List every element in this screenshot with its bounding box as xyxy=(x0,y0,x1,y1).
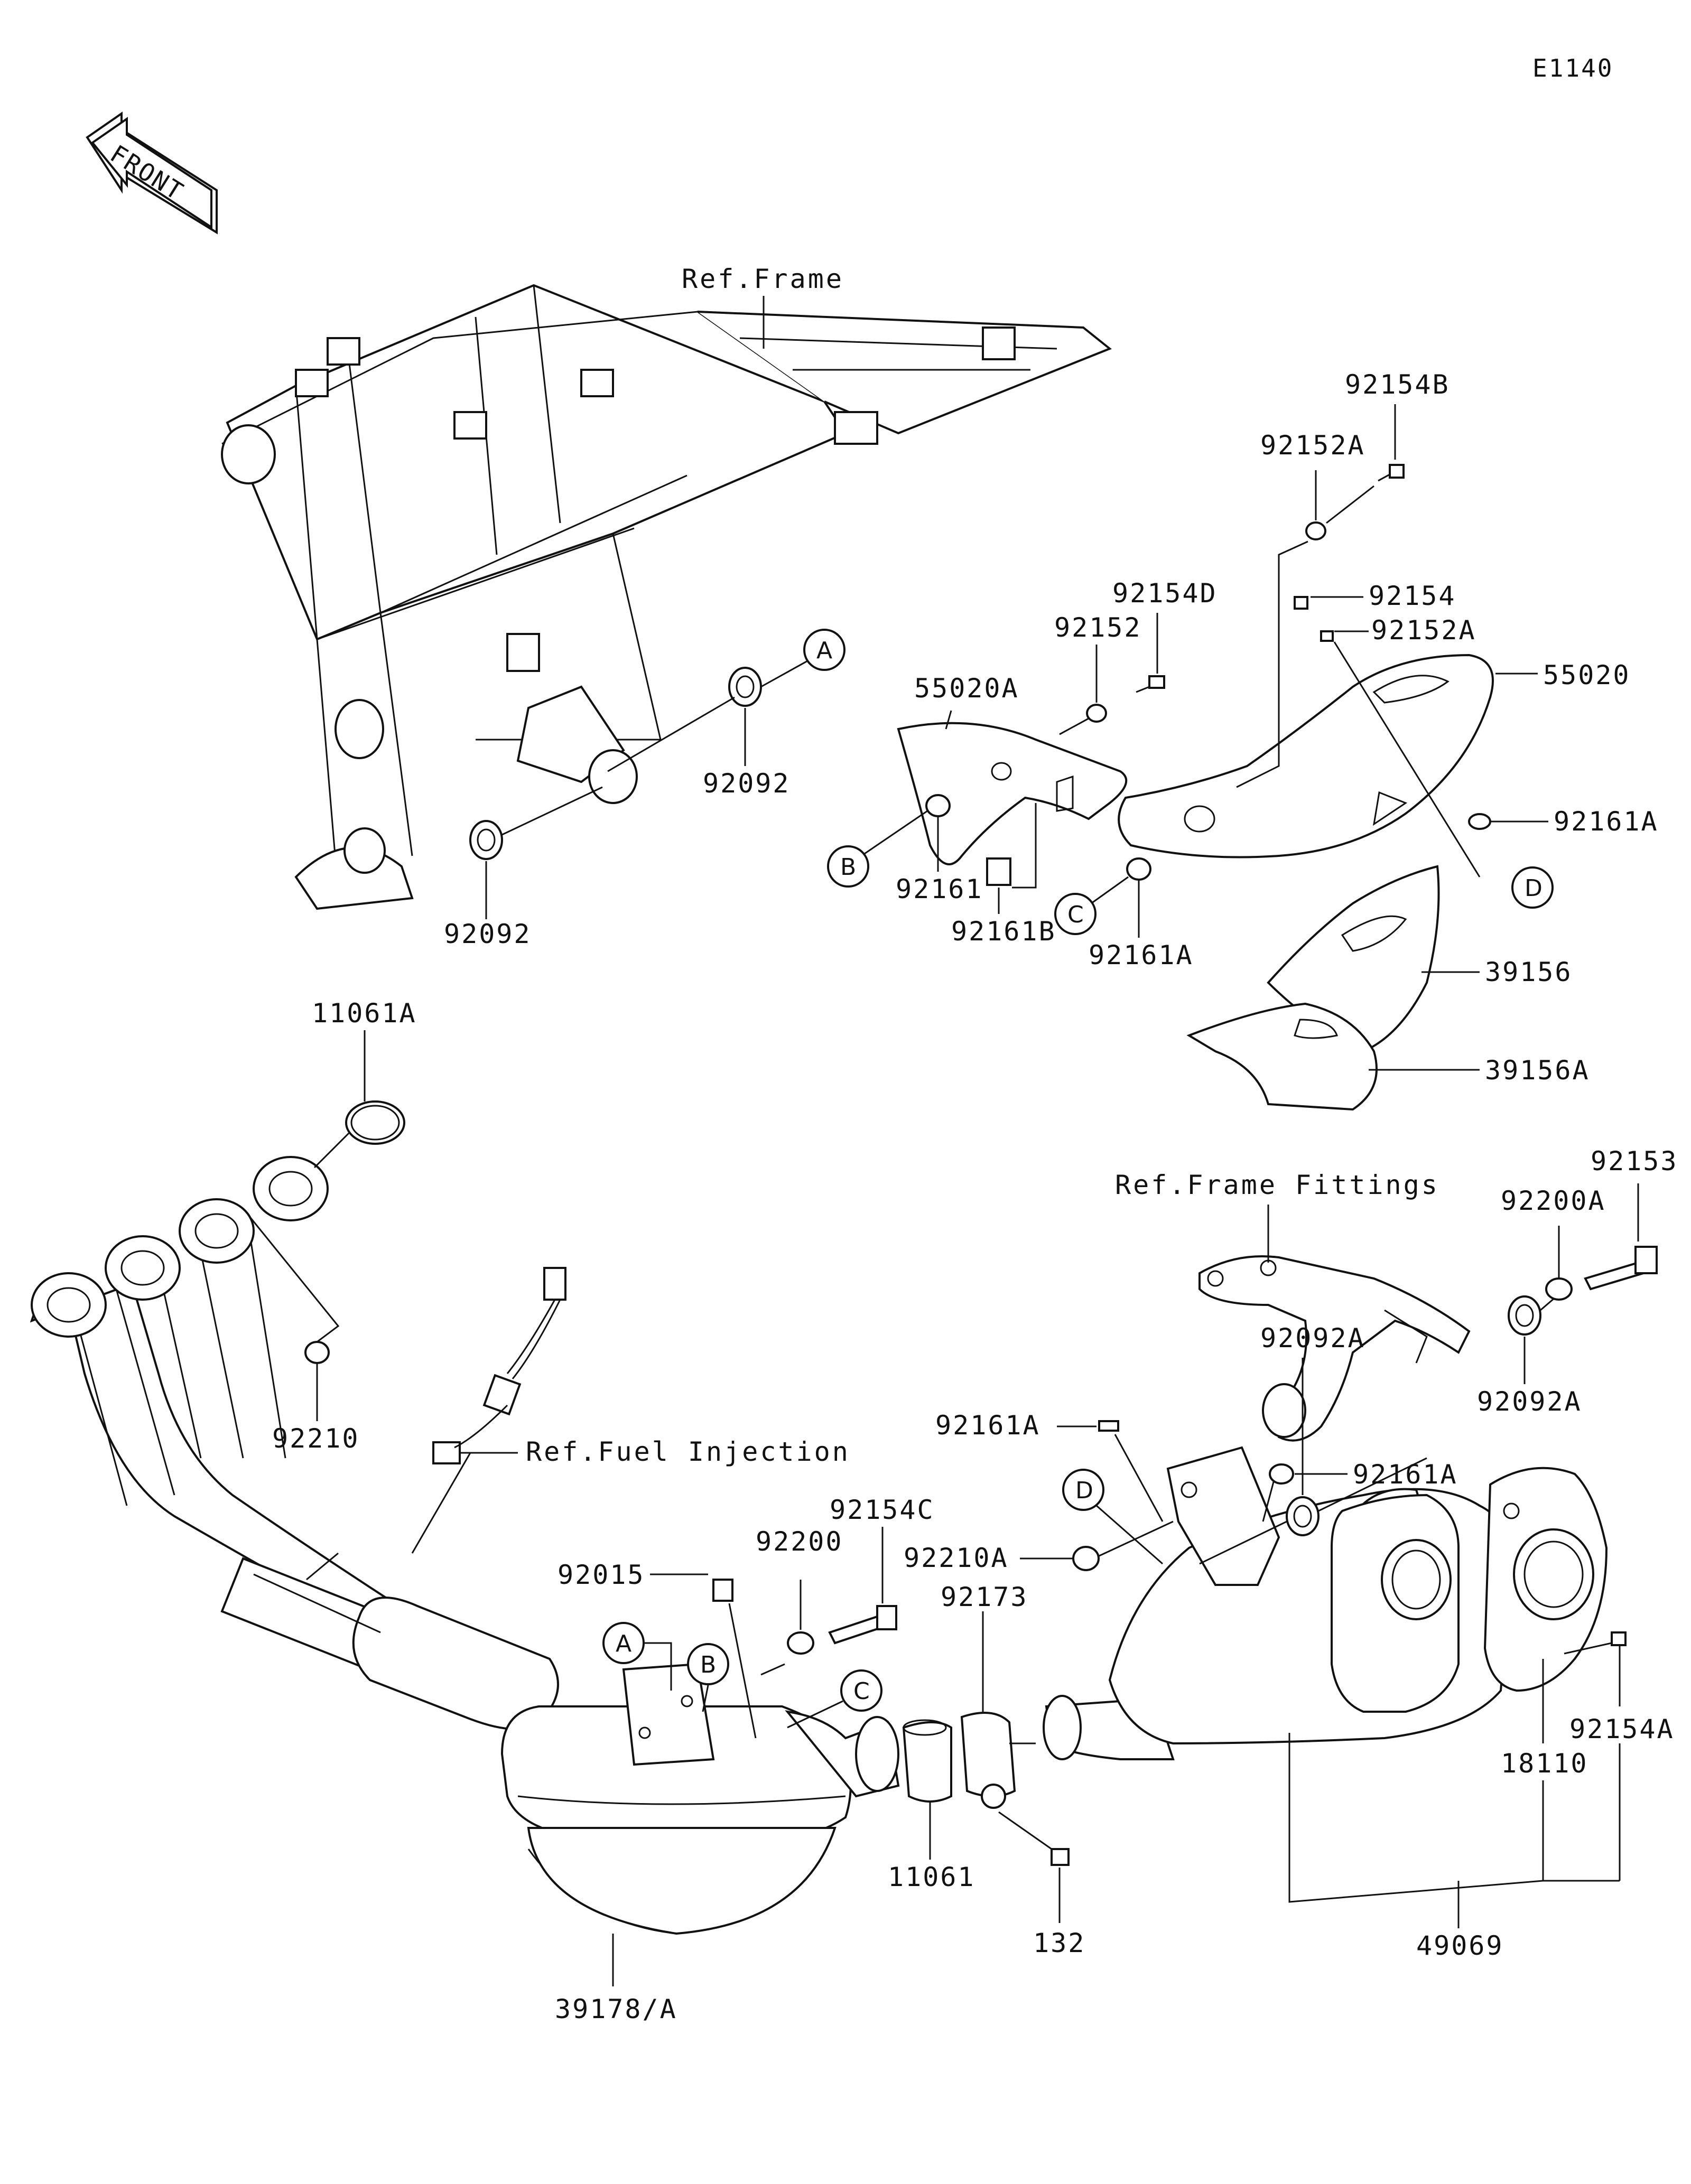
part-number-92152a: 92152A xyxy=(1371,615,1476,646)
cover-55020 xyxy=(1118,654,1494,858)
part-number-92154b: 92154B xyxy=(1345,369,1450,400)
callout-a-lower xyxy=(602,1622,645,1664)
pad-92161a-low xyxy=(1098,1420,1119,1432)
part-number-18110: 18110 xyxy=(1501,1748,1588,1779)
nut-92210 xyxy=(304,1341,330,1364)
washer-92200a xyxy=(1545,1277,1573,1301)
part-number-92161: 92161 xyxy=(896,874,983,904)
frame-illustration xyxy=(221,284,1112,910)
clip-92015 xyxy=(712,1579,733,1602)
silencer-49069 xyxy=(1043,1446,1513,1760)
part-number-92092-a: 92092 xyxy=(703,768,791,799)
grommet-92161 xyxy=(925,794,951,817)
clamp-92173 xyxy=(960,1712,1016,1809)
part-number-92210: 92210 xyxy=(272,1423,360,1454)
part-number-55020: 55020 xyxy=(1543,660,1631,690)
cover-55020a xyxy=(897,722,1128,865)
diagram-code: E1140 xyxy=(1532,54,1613,82)
frame-fittings xyxy=(1198,1255,1471,1442)
part-number-92015: 92015 xyxy=(558,1560,645,1590)
bolt-92154c xyxy=(828,1605,897,1645)
callout-a-upper-letter: A xyxy=(816,637,832,664)
part-number-39178a: 39178/A xyxy=(555,1994,677,2024)
part-number-39156a: 39156A xyxy=(1485,1055,1590,1086)
callout-d-lower-letter: D xyxy=(1075,1477,1093,1504)
assembly-bracket-49069 xyxy=(1288,1733,1544,1903)
callout-d-upper xyxy=(1511,866,1554,909)
part-number-92161a-low: 92161A xyxy=(935,1410,1040,1441)
part-number-92161b: 92161B xyxy=(951,916,1056,947)
bolt-92154b xyxy=(1378,464,1405,482)
bolt-92154d xyxy=(1136,675,1165,693)
grommet-92152a xyxy=(1320,630,1334,642)
part-number-39156: 39156 xyxy=(1485,957,1573,987)
ref-frame-fittings-label: Ref.Frame Fittings xyxy=(1115,1170,1439,1200)
ref-frame-label: Ref.Frame xyxy=(682,264,844,294)
bush-92092a-upper xyxy=(1508,1295,1541,1336)
grommet-92152 xyxy=(1086,704,1107,723)
exhaust-header xyxy=(30,1156,559,1734)
part-number-132: 132 xyxy=(1033,1928,1085,1958)
callout-c-upper xyxy=(1054,893,1097,935)
front-arrow-icon: FRONT xyxy=(86,111,218,235)
grommet-92152a-top xyxy=(1305,521,1326,540)
grommet-92161a-low2 xyxy=(1269,1463,1294,1485)
part-number-92173: 92173 xyxy=(941,1582,1028,1612)
callout-b-upper xyxy=(827,845,869,888)
part-number-92161a-right: 92161A xyxy=(1554,806,1659,837)
grommet-92161a-right xyxy=(1468,813,1491,830)
part-number-49069: 49069 xyxy=(1416,1930,1504,1961)
gasket-11061a xyxy=(345,1100,405,1145)
grommet-92161a-mid xyxy=(1126,857,1151,881)
gasket-11061 xyxy=(902,1719,952,1803)
callout-a-lower-letter: A xyxy=(616,1630,631,1657)
pre-chamber-39178a xyxy=(500,1663,900,1935)
nut-92210a xyxy=(1072,1546,1100,1571)
callout-b-lower xyxy=(687,1643,729,1685)
part-number-92153: 92153 xyxy=(1591,1146,1678,1177)
end-cap-18110 xyxy=(1483,1467,1608,1692)
part-number-92200: 92200 xyxy=(756,1526,843,1557)
part-number-92154d: 92154D xyxy=(1112,578,1218,609)
callout-c-upper-letter: C xyxy=(1067,901,1084,928)
part-number-92154c: 92154C xyxy=(830,1495,935,1525)
bolt-132 xyxy=(1051,1848,1070,1866)
part-number-92152: 92152 xyxy=(1054,612,1142,643)
part-number-92092a-a: 92092A xyxy=(1260,1323,1365,1354)
callout-d-lower xyxy=(1062,1469,1104,1511)
callout-b-upper-letter: B xyxy=(840,854,856,881)
pad-92161b xyxy=(986,857,1011,886)
part-number-55020a: 55020A xyxy=(914,673,1019,704)
bolt-92154 xyxy=(1294,596,1308,610)
callout-b-lower-letter: B xyxy=(700,1651,716,1678)
bush-92092-upper xyxy=(728,667,762,707)
part-number-92200a: 92200A xyxy=(1501,1186,1606,1216)
part-number-92210a: 92210A xyxy=(904,1543,1009,1573)
part-number-92161a-mid: 92161A xyxy=(1089,940,1194,970)
callout-a-upper xyxy=(803,629,846,671)
callout-c-lower xyxy=(840,1669,882,1712)
heat-shield-39156a xyxy=(1186,1002,1378,1111)
part-number-92161a-low2: 92161A xyxy=(1353,1459,1458,1490)
part-number-92092a-b: 92092A xyxy=(1477,1386,1582,1417)
part-number-11061a: 11061A xyxy=(312,998,417,1029)
part-number-92152a-top: 92152A xyxy=(1260,430,1365,461)
oxygen-sensor xyxy=(432,1267,566,1464)
part-number-92154a: 92154A xyxy=(1569,1714,1675,1744)
part-number-92154: 92154 xyxy=(1369,581,1456,611)
bush-92092-lower xyxy=(469,820,503,860)
bush-92092a-lower xyxy=(1286,1496,1320,1536)
callout-c-lower-letter: C xyxy=(853,1678,870,1705)
part-number-11061: 11061 xyxy=(888,1862,975,1892)
bolt-92153 xyxy=(1584,1246,1658,1291)
ref-fuel-injection-label: Ref.Fuel Injection xyxy=(526,1436,850,1467)
callout-d-upper-letter: D xyxy=(1525,875,1543,902)
screw-92154a xyxy=(1611,1631,1627,1646)
washer-92200 xyxy=(787,1631,814,1655)
part-number-92092-b: 92092 xyxy=(444,919,532,949)
